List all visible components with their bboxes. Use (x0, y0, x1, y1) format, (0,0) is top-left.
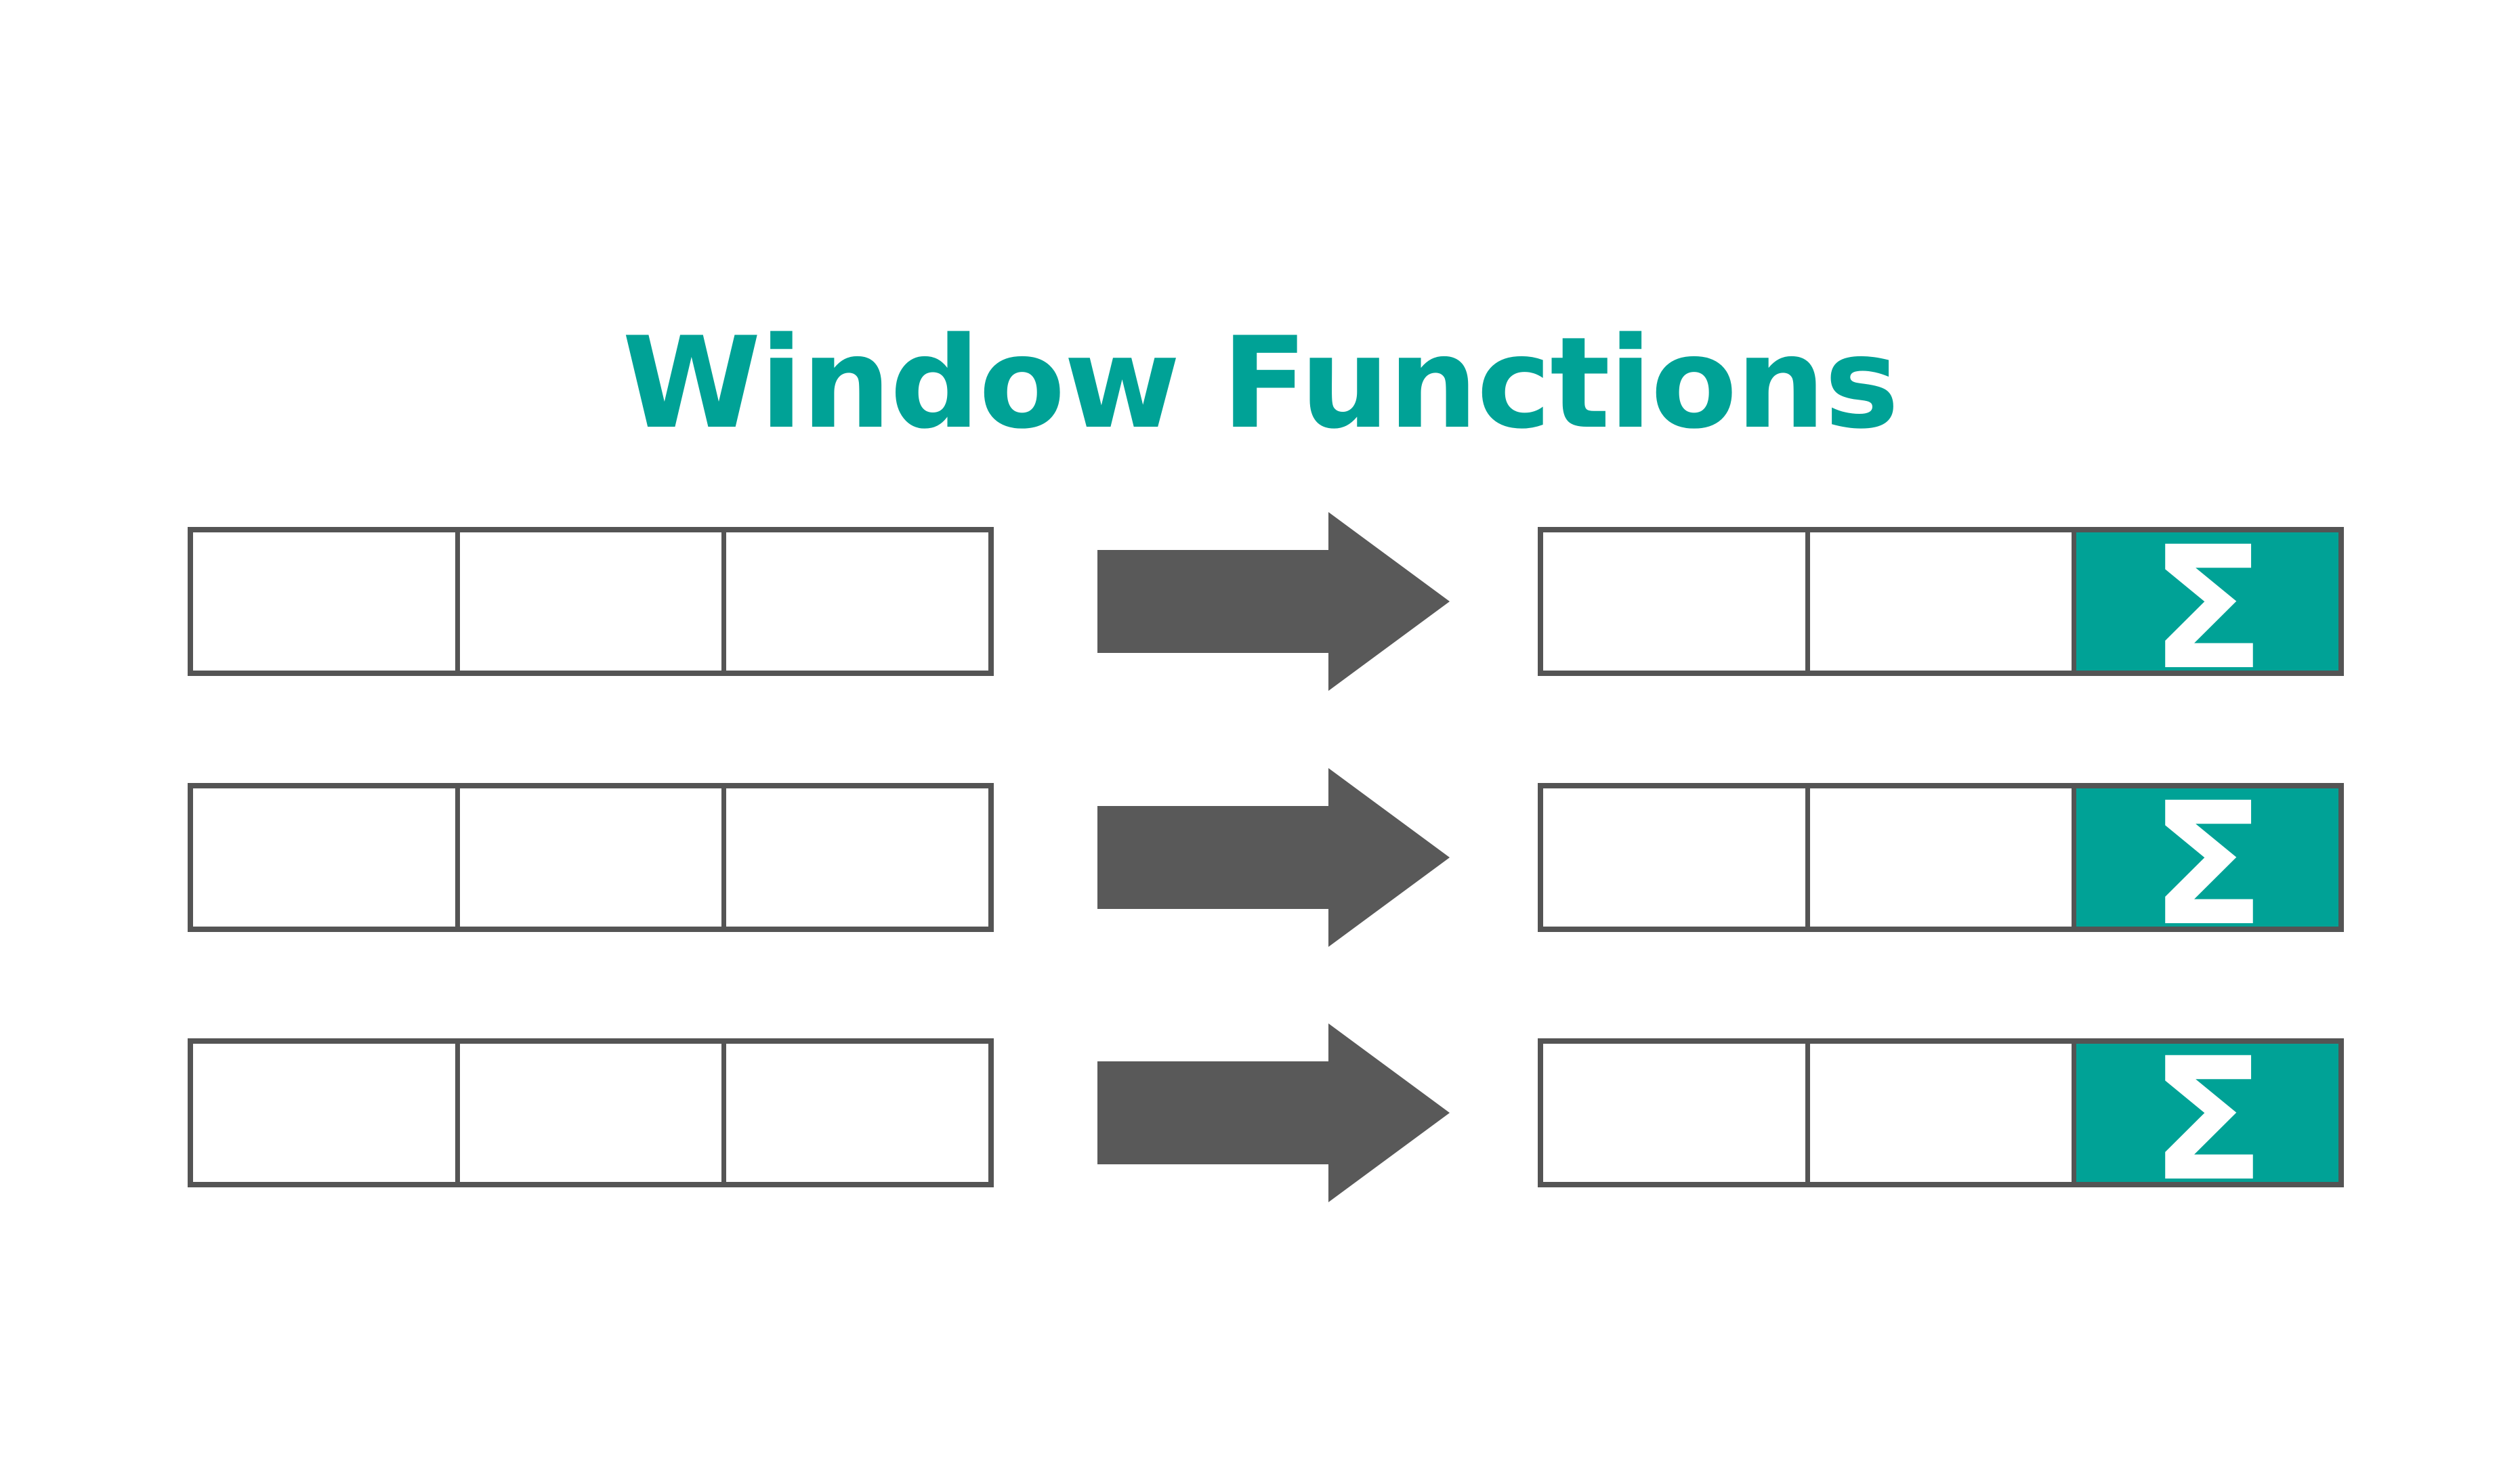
table-cell (460, 1044, 727, 1182)
table-cell (726, 532, 988, 671)
table-cell (460, 532, 727, 671)
aggregate-sigma-cell: Σ (2076, 1036, 2339, 1205)
table-cell (726, 1044, 988, 1182)
source-table-row (188, 527, 994, 676)
source-table-row (188, 1038, 994, 1187)
table-cell (1810, 788, 2077, 927)
right-arrow-icon (1097, 1023, 1450, 1202)
table-cell (460, 788, 727, 927)
right-arrow-icon (1097, 512, 1450, 691)
table-cell (193, 532, 460, 671)
result-table-row: Σ (1538, 1036, 2344, 1205)
source-table-row (188, 783, 994, 932)
aggregate-sigma-cell: Σ (2076, 524, 2339, 694)
result-table-row: Σ (1538, 524, 2344, 694)
table-cell (193, 1044, 460, 1182)
table-cell (1543, 532, 1810, 671)
table-cell (1543, 788, 1810, 927)
aggregate-sigma-cell: Σ (2076, 780, 2339, 950)
table-cell (1810, 1044, 2077, 1182)
table-cell (1543, 1044, 1810, 1182)
right-arrow-icon (1097, 768, 1450, 947)
page-title: Window Functions (622, 309, 1899, 457)
table-cell (1810, 532, 2077, 671)
table-cell (193, 788, 460, 927)
result-table-row: Σ (1538, 780, 2344, 950)
table-cell (726, 788, 988, 927)
